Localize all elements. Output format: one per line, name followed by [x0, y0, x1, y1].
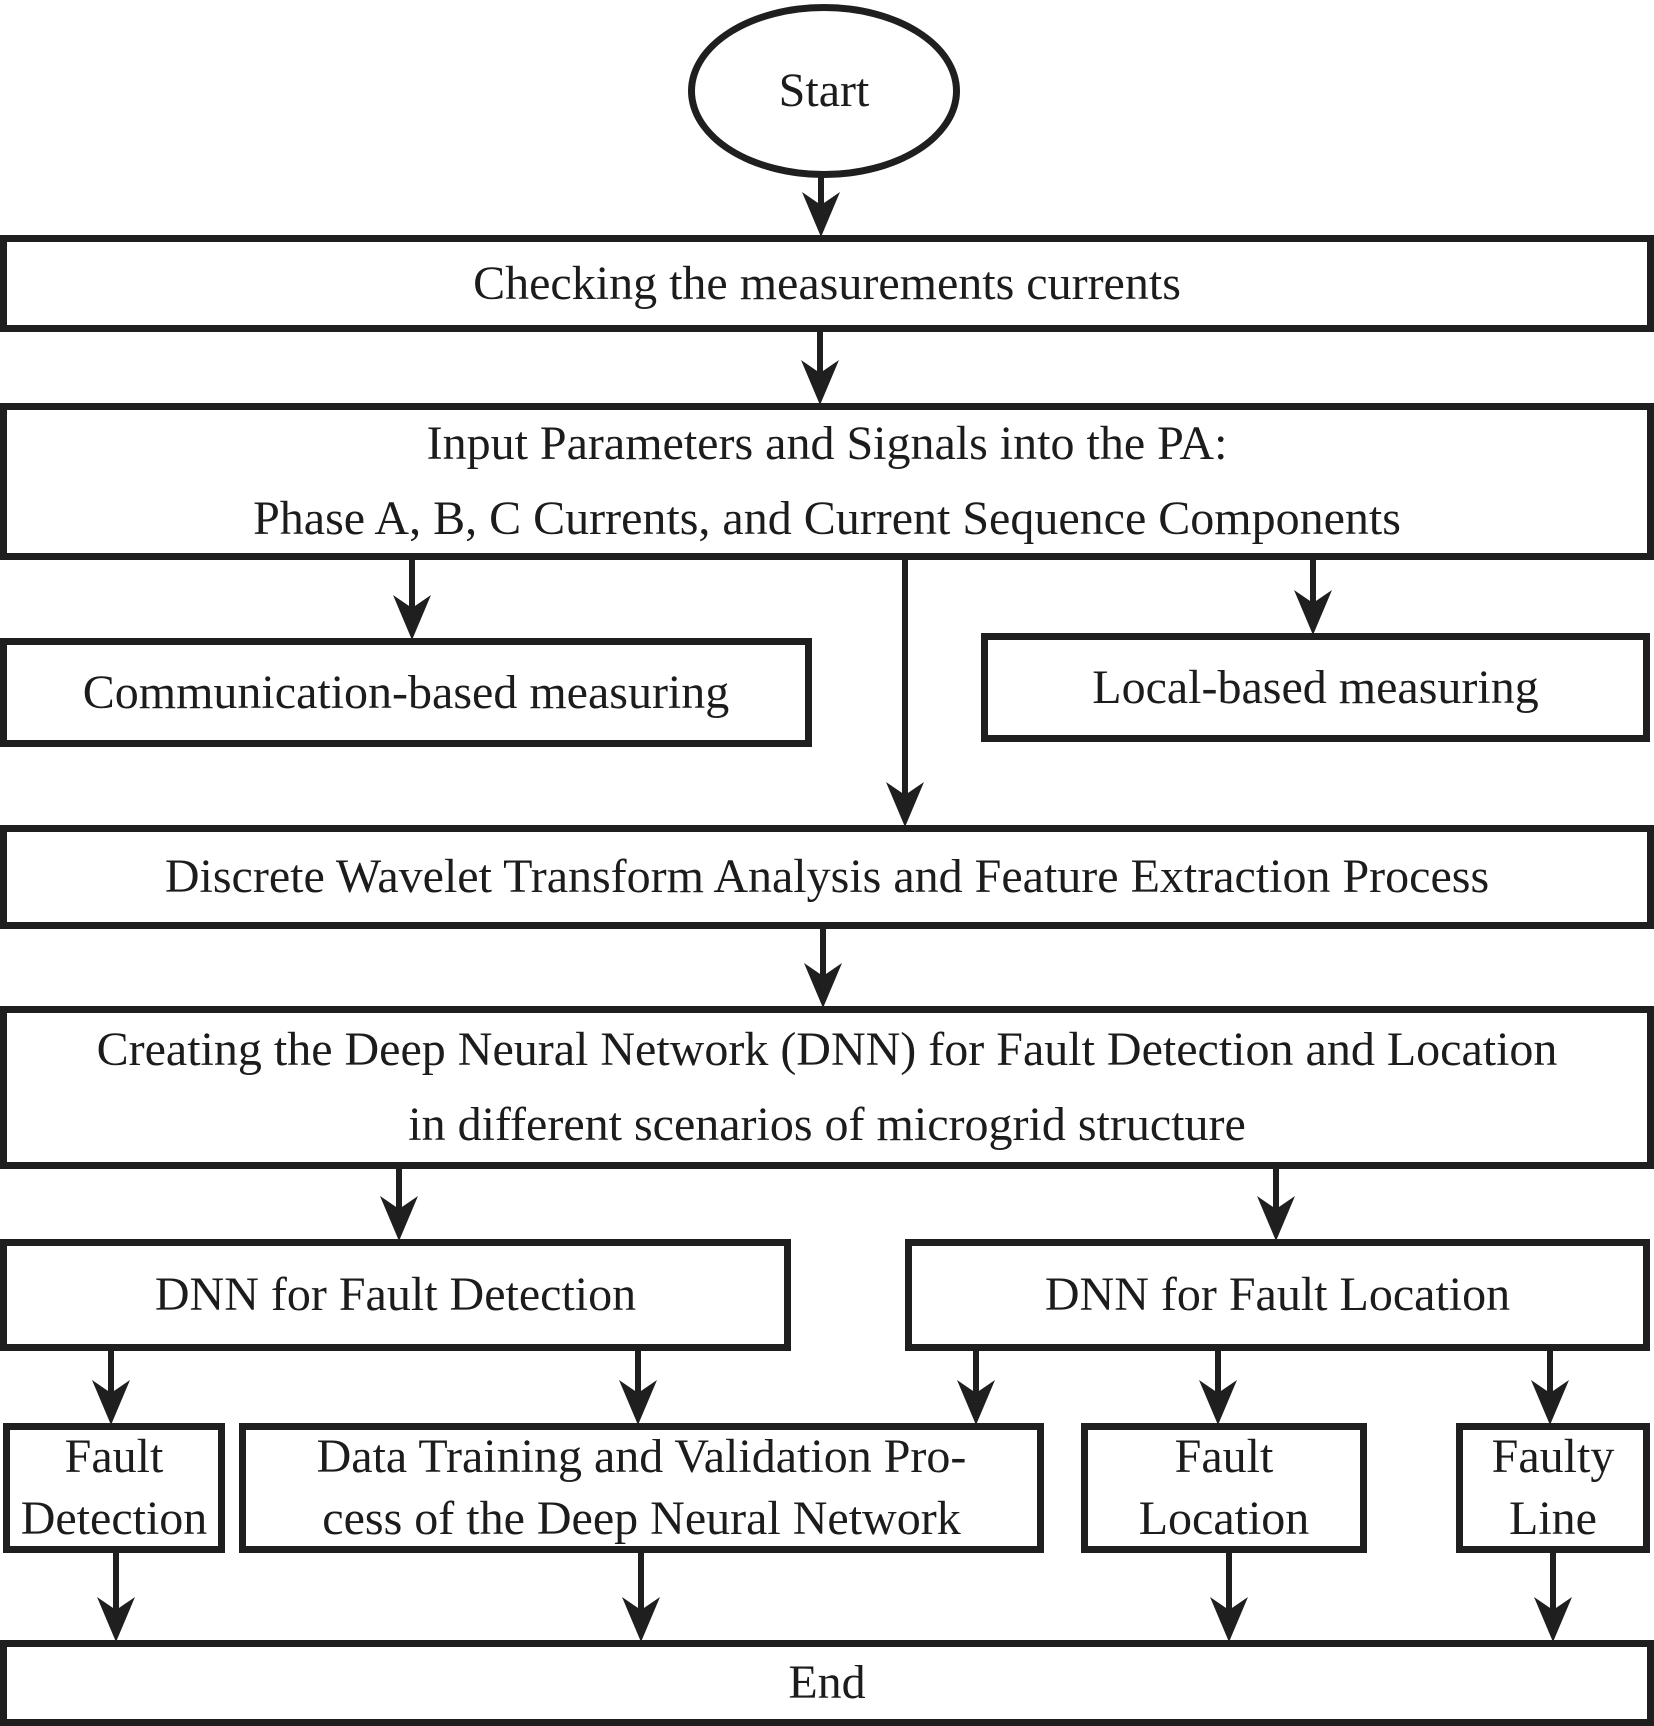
- node-data-training-validation-line2: cess of the Deep Neural Network: [322, 1492, 961, 1545]
- node-faulty-line-line2: Line: [1509, 1492, 1597, 1545]
- node-create-dnn-line2: in different scenarios of microgrid stru…: [408, 1097, 1246, 1151]
- node-end-label: End: [788, 1656, 866, 1710]
- node-data-training-validation: Data Training and Validation Pro- cess o…: [239, 1423, 1044, 1553]
- node-fault-location-line1: Fault: [1174, 1429, 1274, 1483]
- flow-arrow: [1531, 1351, 1569, 1425]
- node-input-parameters-line1: Input Parameters and Signals into the PA…: [426, 417, 1228, 471]
- flow-arrow: [92, 1351, 130, 1425]
- node-input-parameters-line2: Phase A, B, C Currents, and Current Sequ…: [253, 491, 1401, 545]
- node-dnn-fault-location: DNN for Fault Location: [905, 1239, 1650, 1351]
- flow-arrow: [1294, 560, 1332, 635]
- node-data-training-validation-line1: Data Training and Validation Pro-: [316, 1429, 967, 1483]
- flow-arrow: [886, 560, 924, 827]
- flow-arrow: [380, 1169, 418, 1241]
- node-fault-location-line2: Location: [1138, 1492, 1310, 1545]
- node-start-label: Start: [778, 64, 870, 118]
- node-faulty-line-line1: Faulty: [1491, 1429, 1615, 1483]
- node-checking-measurements: Checking the measurements currents: [0, 235, 1654, 332]
- node-checking-measurements-label: Checking the measurements currents: [473, 256, 1181, 310]
- node-communication-based-measuring: Communication-based measuring: [0, 638, 812, 747]
- flow-arrow: [1210, 1553, 1248, 1642]
- node-dnn-fault-detection: DNN for Fault Detection: [0, 1239, 791, 1351]
- flow-arrow: [1257, 1169, 1295, 1241]
- node-dwt-feature-extraction-label: Discrete Wavelet Transform Analysis and …: [164, 850, 1490, 904]
- node-faulty-line: Faulty Line: [1456, 1423, 1650, 1553]
- node-local-based-measuring: Local-based measuring: [981, 633, 1650, 742]
- flow-arrow: [1199, 1351, 1237, 1425]
- flow-arrow: [802, 174, 840, 237]
- node-create-dnn: Creating the Deep Neural Network (DNN) f…: [0, 1006, 1654, 1169]
- flow-arrow: [622, 1553, 660, 1642]
- node-dnn-fault-detection-label: DNN for Fault Detection: [154, 1268, 637, 1322]
- node-input-parameters: Input Parameters and Signals into the PA…: [0, 403, 1654, 560]
- node-dnn-fault-location-label: DNN for Fault Location: [1044, 1268, 1511, 1322]
- node-create-dnn-line1: Creating the Deep Neural Network (DNN) f…: [96, 1023, 1558, 1077]
- node-dwt-feature-extraction: Discrete Wavelet Transform Analysis and …: [0, 825, 1654, 929]
- flow-arrow: [957, 1351, 995, 1425]
- node-fault-detection-line2: Detection: [20, 1492, 208, 1545]
- flow-arrow: [804, 929, 842, 1008]
- flow-arrow: [97, 1553, 135, 1642]
- node-fault-detection: Fault Detection: [3, 1423, 225, 1553]
- flow-arrow: [801, 332, 839, 405]
- flow-arrow: [1534, 1553, 1572, 1642]
- node-fault-location: Fault Location: [1081, 1423, 1367, 1553]
- node-local-based-measuring-label: Local-based measuring: [1092, 660, 1539, 714]
- node-fault-detection-line1: Fault: [64, 1429, 164, 1483]
- node-start: Start: [688, 4, 960, 178]
- node-end: End: [0, 1640, 1654, 1726]
- node-communication-based-measuring-label: Communication-based measuring: [82, 665, 730, 719]
- flow-arrow: [619, 1351, 657, 1425]
- flow-arrow: [393, 560, 431, 640]
